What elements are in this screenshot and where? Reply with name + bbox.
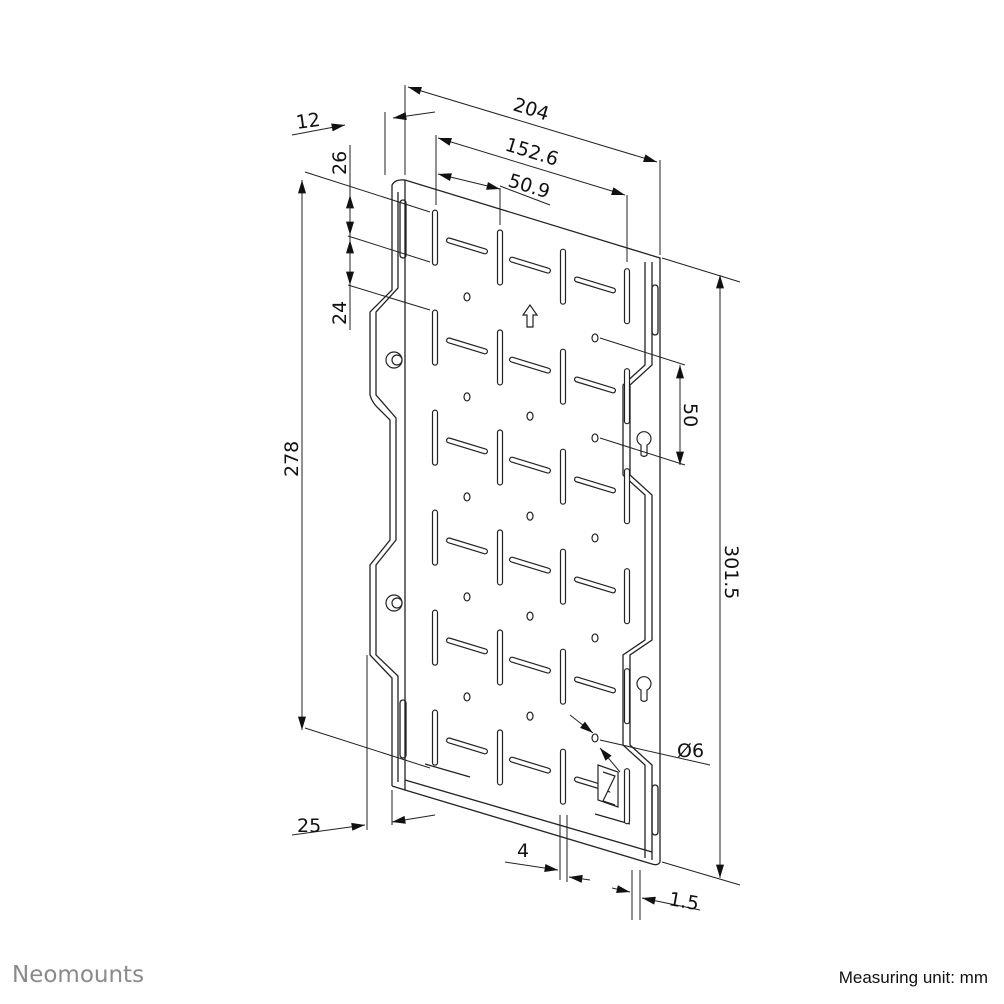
- dim-flange-offset: 12: [295, 109, 322, 134]
- vertical-slot: [496, 429, 504, 486]
- dim-slot-pitch-v: 24: [329, 301, 351, 325]
- vertical-slot: [559, 648, 567, 705]
- vertical-slot: [559, 348, 567, 405]
- dim-flange-depth: 25: [297, 815, 321, 837]
- dim-thickness: 1.5: [667, 888, 701, 915]
- mounting-hole: [591, 533, 599, 543]
- dim-slot-width: 4: [517, 840, 529, 862]
- mounting-hole: [526, 711, 534, 721]
- vertical-slot: [623, 468, 631, 525]
- dimension-lines: [291, 85, 741, 920]
- mounting-hole: [591, 333, 599, 343]
- vertical-slot: [431, 209, 439, 266]
- mounting-hole: [591, 633, 599, 643]
- vertical-slot: [431, 309, 439, 366]
- mounting-hole: [591, 733, 599, 743]
- vertical-slot: [623, 668, 631, 725]
- dim-inner-height: 278: [281, 441, 303, 477]
- mounting-hole: [463, 292, 471, 302]
- vertical-slot: [623, 368, 631, 425]
- plate-features: [431, 209, 631, 825]
- dim-overall-height: 301.5: [720, 545, 742, 599]
- logo-mark-icon: [597, 764, 619, 808]
- mounting-hole: [463, 392, 471, 402]
- up-arrow-icon: [521, 303, 539, 328]
- keyhole-icon: [636, 676, 652, 702]
- dim-hole-pitch-h: 50.9: [506, 170, 553, 203]
- vertical-slot: [623, 768, 631, 825]
- vertical-slot: [431, 709, 439, 766]
- plate-outline: [369, 179, 661, 866]
- dim-hole-diameter: Ø6: [677, 740, 704, 762]
- vertical-slot: [559, 548, 567, 605]
- mounting-hole: [463, 592, 471, 602]
- vertical-slot: [559, 448, 567, 505]
- vertical-slot: [496, 729, 504, 786]
- vertical-slot: [559, 248, 567, 305]
- vertical-slot: [431, 409, 439, 466]
- vertical-slot: [431, 509, 439, 566]
- mounting-hole: [463, 492, 471, 502]
- vertical-slot: [623, 268, 631, 325]
- vertical-slot: [496, 629, 504, 686]
- vertical-slot: [496, 229, 504, 286]
- unit-note: Measuring unit: mm: [838, 968, 988, 987]
- mounting-hole: [526, 611, 534, 621]
- mounting-hole: [526, 411, 534, 421]
- brand-logo: Neomounts: [12, 962, 145, 988]
- vertical-slot: [431, 609, 439, 666]
- dim-top-offset: 26: [329, 151, 351, 175]
- keyhole-icon: [636, 431, 652, 457]
- mounting-hole: [591, 433, 599, 443]
- vertical-slot: [496, 329, 504, 386]
- vertical-slot: [559, 748, 567, 805]
- mounting-hole: [526, 511, 534, 521]
- vertical-slot: [496, 529, 504, 586]
- vertical-slot: [623, 568, 631, 625]
- dim-hole-pitch-v: 50: [679, 403, 701, 427]
- mounting-hole: [463, 692, 471, 702]
- dim-hole-span: 152.6: [503, 134, 561, 171]
- dim-overall-width: 204: [511, 94, 552, 126]
